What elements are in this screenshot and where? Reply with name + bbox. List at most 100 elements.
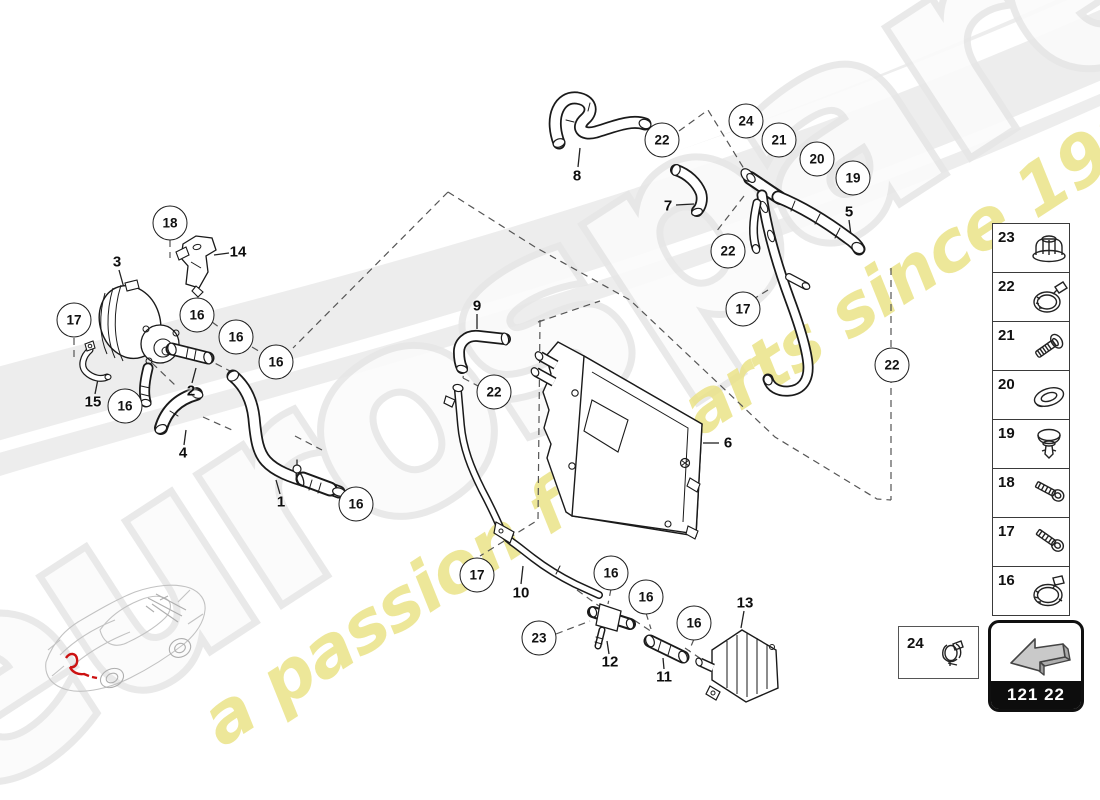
part-3-pump [98,279,180,408]
legend-item-17[interactable]: 17 [993,518,1069,567]
hose-clamp-icon [1029,277,1069,317]
part-label-7: 7 [663,197,673,215]
callout-number: 16 [638,589,654,605]
part-1-hose [226,369,346,499]
part-5-y-pipe [740,168,866,397]
part-7-hose [670,164,708,217]
dashed-guides [73,109,892,664]
callout-16[interactable]: 16 [338,486,374,522]
callout-17[interactable]: 17 [459,557,495,593]
part-label-5: 5 [844,203,854,221]
callout-number: 22 [720,243,736,259]
callout-16[interactable]: 16 [628,579,664,615]
callout-21[interactable]: 21 [761,122,797,158]
callout-number: 17 [735,301,751,317]
part-label-13: 13 [736,594,754,612]
part-label-4: 4 [178,444,188,462]
flange-nut-icon [1029,228,1069,268]
part-label-11: 11 [656,668,672,686]
part-label-2: 2 [186,382,196,400]
part-4-hose [154,387,204,435]
callout-24[interactable]: 24 [728,103,764,139]
callout-20[interactable]: 20 [799,141,835,177]
bolt-icon [1029,326,1069,366]
callout-number: 22 [884,357,900,373]
part-label-15: 15 [84,393,102,411]
callout-number: 22 [654,132,670,148]
seal-ring-icon [1029,375,1069,415]
part-label-14: 14 [229,243,247,261]
legend-number: 22 [998,278,1015,295]
callout-19[interactable]: 19 [835,160,871,196]
callout-number: 17 [66,312,82,328]
pipe-clip-icon [934,632,974,672]
group-code: 121 22 [991,681,1081,709]
callout-number: 23 [531,630,547,646]
callout-23[interactable]: 23 [521,620,557,656]
part-15-bracket [79,340,112,382]
callout-number: 19 [845,170,861,186]
callout-number: 16 [603,565,619,581]
hose-clamp-icon [1029,571,1069,611]
callout-number: 16 [686,615,702,631]
part-label-3: 3 [112,253,122,271]
legend-number: 16 [998,572,1015,589]
callout-number: 16 [348,496,364,512]
callout-22[interactable]: 22 [874,347,910,383]
callout-number: 17 [469,567,485,583]
callout-number: 22 [486,384,502,400]
legend-item-24[interactable]: 24 [898,626,979,679]
legend-item-23[interactable]: 23 [993,224,1069,273]
callout-number: 16 [117,398,133,414]
part-12-connector [587,603,636,650]
legend-number: 24 [907,635,924,652]
legend-item-16[interactable]: 16 [993,567,1069,615]
part-14-bracket [175,235,217,298]
callout-16[interactable]: 16 [676,605,712,641]
diagram-group-box[interactable]: 121 22 [988,620,1084,712]
part-13-valve-block [695,629,779,703]
callout-16[interactable]: 16 [593,555,629,591]
callout-16[interactable]: 16 [179,297,215,333]
legend-item-19[interactable]: 19 [993,420,1069,469]
part-label-1: 1 [276,493,286,511]
callout-number: 16 [189,307,205,323]
part-label-10: 10 [512,584,530,602]
part-9-hose [452,329,511,374]
callout-22[interactable]: 22 [710,233,746,269]
part-label-8: 8 [572,167,582,185]
legend-number: 19 [998,425,1015,442]
group-arrow-icon [999,627,1071,677]
callout-17[interactable]: 17 [725,291,761,327]
legend-item-21[interactable]: 21 [993,322,1069,371]
part-2-coupling [165,342,215,365]
push-clip-icon [1029,424,1069,464]
legend-item-18[interactable]: 18 [993,469,1069,518]
part-6-control-unit [530,341,703,540]
part-label-9: 9 [472,297,482,315]
legend-item-22[interactable]: 22 [993,273,1069,322]
callout-18[interactable]: 18 [152,205,188,241]
callout-16[interactable]: 16 [218,319,254,355]
callout-number: 18 [162,215,178,231]
part-11-sleeve [643,634,690,664]
legend-number: 21 [998,327,1015,344]
callout-22[interactable]: 22 [644,122,680,158]
part-label-6: 6 [723,434,733,452]
callout-16[interactable]: 16 [107,388,143,424]
callout-22[interactable]: 22 [476,374,512,410]
part-8-hose [548,91,652,150]
screw-icon [1029,522,1069,562]
legend-item-20[interactable]: 20 [993,371,1069,420]
callout-17[interactable]: 17 [56,302,92,338]
fastener-legend: 23 22 21 [992,223,1070,616]
leader-lines [94,147,853,670]
part-label-12: 12 [601,653,619,671]
callout-number: 24 [738,113,754,129]
callout-16[interactable]: 16 [258,344,294,380]
legend-number: 18 [998,474,1015,491]
legend-number: 20 [998,376,1015,393]
callout-number: 16 [268,354,284,370]
